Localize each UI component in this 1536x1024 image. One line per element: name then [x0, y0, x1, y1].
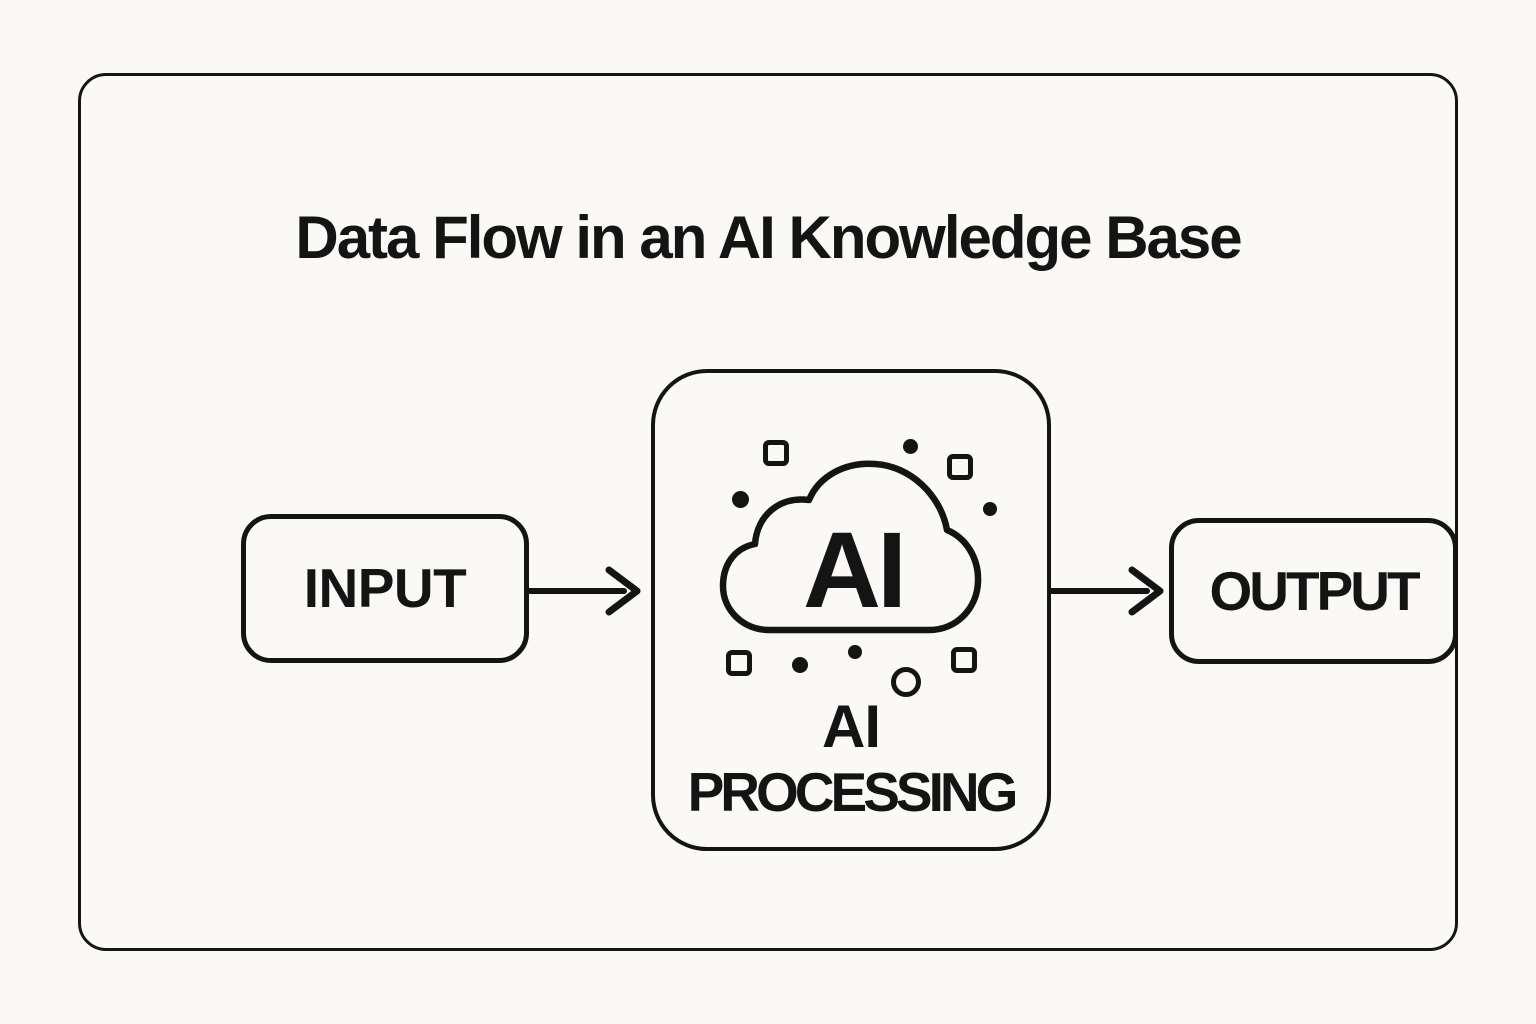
diagram-title: Data Flow in an AI Knowledge Base — [295, 204, 1242, 271]
diagram-frame: Data Flow in an AI Knowledge Base INPUT … — [78, 73, 1458, 951]
node-input: INPUT — [241, 514, 529, 663]
arrow-input-to-processing — [524, 566, 641, 616]
output-label: OUTPUT — [1209, 559, 1420, 622]
decor-dot-icon — [732, 491, 749, 508]
decor-dot-icon — [983, 502, 997, 516]
ai-cloud-icon — [719, 460, 982, 634]
input-label: INPUT — [303, 557, 467, 619]
decor-dot-icon — [848, 645, 862, 659]
processing-label-line1: AI — [822, 693, 881, 760]
node-ai-processing: AI AI PROCESSING — [651, 369, 1051, 851]
decor-square-icon — [947, 454, 973, 480]
decor-square-icon — [763, 440, 789, 466]
node-output: OUTPUT — [1169, 518, 1458, 664]
decor-square-icon — [951, 647, 977, 673]
cloud-ai-text: AI — [803, 509, 907, 630]
processing-label-line2: PROCESSING — [687, 761, 1019, 823]
decor-circle-icon — [891, 667, 921, 697]
arrow-processing-to-output — [1047, 566, 1164, 616]
decor-dot-icon — [903, 439, 918, 454]
decor-dot-icon — [792, 657, 808, 673]
decor-square-icon — [726, 650, 752, 676]
